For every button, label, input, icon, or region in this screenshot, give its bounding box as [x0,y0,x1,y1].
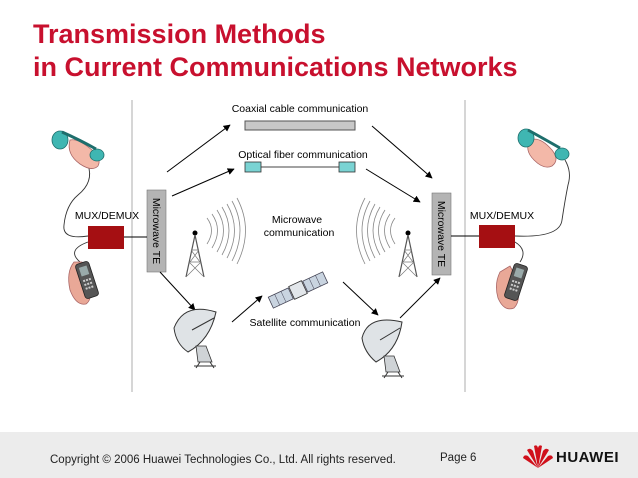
huawei-brand-text: HUAWEI [556,449,619,466]
satellite-label: Satellite communication [250,317,361,329]
coaxial-label: Coaxial cable communication [232,103,369,115]
satellite-arrow-right-up [399,277,441,319]
optical-label: Optical fiber communication [238,149,368,161]
page-number: Page 6 [440,452,477,464]
satellite-arrow-left-up [231,295,263,323]
mux-left-box [88,226,124,249]
microwave-label-1: Microwave [272,214,322,226]
optical-box-left [244,161,262,173]
microwave-te-left [146,189,167,273]
coaxial-arrow-in [166,124,231,173]
title-line-1: Transmission Methods [33,19,326,49]
mux-right-label: MUX/DEMUX [470,210,534,222]
microwave-tower-icon [185,197,246,278]
microwave-label-2: communication [264,227,335,239]
satellite-icon [267,271,329,309]
optical-arrow-in [171,168,235,197]
left-phone-wire [63,164,91,238]
coaxial-arrow-out [371,125,433,179]
footer-bar: Copyright © 2006 Huawei Technologies Co.… [0,432,638,478]
mux-right-box [479,225,515,248]
microwave-te-right [431,192,452,276]
coaxial-cable [244,120,356,131]
microwave-te-right-label: Microwave TE [435,201,447,267]
copyright-text: Copyright © 2006 Huawei Technologies Co.… [50,454,396,466]
title-line-2: in Current Communications Networks [33,52,518,82]
microwave-tower-icon [356,197,418,278]
slide-title: Transmission Methods in Current Communic… [33,18,518,84]
mux-left-label: MUX/DEMUX [75,210,139,222]
mobile-phone-icon [68,261,99,305]
optical-arrow-out [365,168,421,203]
right-phone-wire [514,159,570,237]
telephone-handset-icon [51,130,105,169]
satellite-dish-icon [361,319,404,379]
satellite-arrow-right-down [342,281,379,316]
right-mobile-wire [514,241,524,263]
telephone-handset-icon [517,128,570,168]
mobile-phone-icon [496,263,528,310]
satellite-dish-icon [173,308,217,369]
optical-box-right [338,161,356,173]
microwave-te-left-label: Microwave TE [150,198,162,264]
transmission-diagram: Coaxial cable communication Optical fibe… [51,100,570,392]
satellite-arrow-left-down [159,271,196,311]
huawei-logo-icon [523,445,553,468]
left-mobile-wire [74,241,89,263]
